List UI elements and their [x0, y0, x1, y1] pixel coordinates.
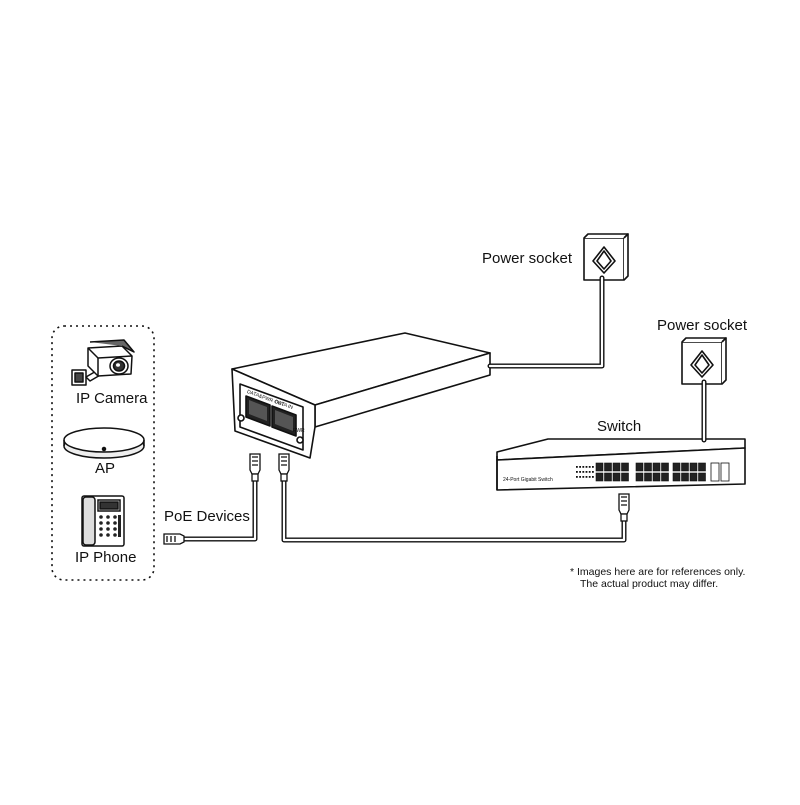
switch-port: [652, 472, 661, 482]
switch-port: [644, 462, 652, 472]
switch-port: [612, 462, 621, 472]
switch-port: [595, 472, 604, 482]
switch-port: [635, 472, 644, 482]
cables: [179, 275, 707, 543]
switch-led: [592, 471, 594, 473]
switch-port: [698, 462, 706, 472]
ip-camera-icon: [71, 339, 135, 386]
label-switch: Switch: [597, 418, 642, 435]
switch-led: [588, 466, 591, 468]
switch-led: [585, 476, 588, 478]
power-cable-injector: [487, 275, 605, 369]
switch-led: [588, 471, 591, 473]
rj45-plug-icon-out: [249, 453, 261, 482]
data-cable-switch: [281, 477, 627, 543]
switch-port: [661, 472, 669, 482]
switch-port: [652, 462, 661, 472]
switch-port: [644, 472, 652, 482]
rj45-plug-icon-switch: [618, 493, 630, 522]
devices-group-border: [51, 325, 155, 581]
switch-led: [585, 471, 588, 473]
switch-port: [681, 472, 689, 482]
switch-port: [698, 472, 706, 482]
disclaimer-line-2: The actual product may differ.: [580, 578, 719, 590]
switch-port: [661, 462, 669, 472]
switch-port-array: [576, 462, 730, 482]
switch-led: [582, 471, 585, 473]
switch-port: [689, 472, 698, 482]
switch-brand-label: 24-Port Gigabit Switch: [503, 477, 553, 483]
label-power-socket-right: Power socket: [657, 317, 748, 334]
label-ip-phone: IP Phone: [75, 549, 137, 566]
switch-led: [592, 476, 594, 478]
switch-led: [582, 466, 585, 468]
switch-uplink-port: [720, 462, 730, 482]
switch-port: [672, 472, 681, 482]
rj45-plug-icon-device: [163, 533, 185, 545]
switch-led: [576, 471, 578, 473]
switch-port: [604, 472, 612, 482]
switch-uplink-port: [710, 462, 720, 482]
switch-port: [689, 462, 698, 472]
switch-led: [585, 466, 588, 468]
label-ip-camera: IP Camera: [76, 390, 148, 407]
switch-led: [576, 476, 578, 478]
port-label-pwr: PWR: [293, 428, 305, 434]
switch-led: [579, 476, 581, 478]
poe-injector: [231, 332, 491, 459]
switch-led: [588, 476, 591, 478]
switch-led: [579, 471, 581, 473]
switch-port: [672, 462, 681, 472]
ip-phone-icon: [81, 495, 125, 547]
disclaimer-line-1: * Images here are for references only.: [570, 566, 746, 578]
switch-led: [576, 466, 578, 468]
label-ap: AP: [95, 460, 116, 477]
switch-port: [621, 462, 629, 472]
label-power-socket-top: Power socket: [482, 250, 573, 267]
label-poe-devices: PoE Devices: [164, 508, 250, 525]
switch-port: [612, 472, 621, 482]
switch-led: [579, 466, 581, 468]
switch-led: [592, 466, 594, 468]
power-socket-icon-top: [583, 233, 629, 281]
switch-port: [635, 462, 644, 472]
rj45-plug-icon-in: [278, 453, 290, 482]
switch-led: [582, 476, 585, 478]
power-socket-icon-right: [681, 337, 727, 385]
switch-port: [681, 462, 689, 472]
access-point-icon: [63, 427, 145, 459]
switch-port: [621, 472, 629, 482]
switch-port: [595, 462, 604, 472]
switch-port: [604, 462, 612, 472]
